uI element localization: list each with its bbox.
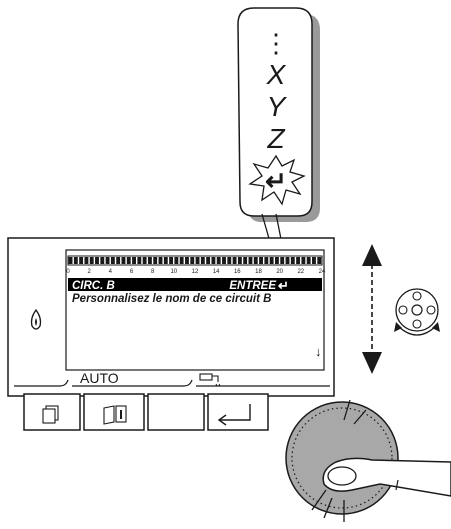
timeline-hour-label: 22 <box>297 269 304 275</box>
callout-letter-y: Y <box>267 91 288 122</box>
timeline-segment <box>142 257 147 264</box>
timeline-segment <box>227 257 232 264</box>
rotate-arrow-icon <box>397 325 437 336</box>
timeline-segment <box>211 257 216 264</box>
selected-row-right[interactable]: ENTREE <box>229 280 276 292</box>
timeline-segment <box>84 257 89 264</box>
callout-letter-x: X <box>266 59 287 90</box>
timeline-segment <box>147 257 152 264</box>
timeline-segment <box>126 257 131 264</box>
timeline-segment <box>174 257 179 264</box>
copy-icon <box>42 405 59 424</box>
timeline-hour-label: 14 <box>213 269 220 275</box>
softkey-4[interactable] <box>207 393 269 431</box>
timeline-segment <box>190 257 195 264</box>
softkey-1[interactable] <box>23 393 81 431</box>
timeline-hour-label: 20 <box>276 269 283 275</box>
timeline-segment <box>243 257 248 264</box>
timeline-segment <box>274 257 279 264</box>
timeline-segment <box>100 257 105 264</box>
scroll-up-down-arrow-icon <box>362 244 382 374</box>
mode-label: AUTO <box>80 370 119 386</box>
callout-body <box>237 7 313 217</box>
callout-ellipsis: ⋮ <box>263 28 289 58</box>
timeline-segment <box>79 257 84 264</box>
timeline-segment <box>296 257 301 264</box>
timeline-hour-label: 24 <box>319 269 326 275</box>
timeline-segment <box>301 257 306 264</box>
timeline-segment <box>232 257 237 264</box>
timeline-segment <box>195 257 200 264</box>
timeline-segment <box>116 257 121 264</box>
timeline-segment <box>290 257 295 264</box>
timeline-segment <box>132 257 136 264</box>
timeline-segment <box>95 257 99 264</box>
lcd-screen <box>65 249 325 371</box>
timeline-segment <box>68 257 73 264</box>
finger-icon <box>322 457 451 497</box>
timeline-bar <box>67 255 323 266</box>
timeline-segment <box>110 257 115 264</box>
softkey-3[interactable] <box>147 393 205 431</box>
timeline-segment <box>317 257 322 264</box>
softkey-divider-mid <box>72 379 193 387</box>
timeline-segment <box>264 257 269 264</box>
softkey-divider-left <box>14 379 69 387</box>
timeline-segment <box>269 257 274 264</box>
callout-enter-icon: ↵ <box>265 166 287 196</box>
timeline-hour-label: 0 <box>66 269 70 275</box>
timeline-segment <box>158 257 163 264</box>
timeline-segment <box>185 257 189 264</box>
display-message: Personnalisez le nom de ce circuit B <box>72 293 271 305</box>
timeline-hour-label: 18 <box>255 269 262 275</box>
timeline-segment <box>153 257 158 264</box>
callout-letter-z: Z <box>266 123 285 154</box>
timeline-hour-label: 8 <box>151 269 155 275</box>
selected-row-enter-icon: ↵ <box>278 278 289 293</box>
selected-row-highlight <box>68 278 322 291</box>
timeline-segment <box>89 257 94 264</box>
timeline-hour-label: 4 <box>109 269 113 275</box>
timeline-segment <box>179 257 184 264</box>
info-book-icon <box>103 405 127 425</box>
timeline-segment <box>137 257 142 264</box>
timeline-segment <box>222 257 226 264</box>
timeline-segment <box>169 257 174 264</box>
timeline-segment <box>206 257 211 264</box>
timeline-segment <box>285 257 290 264</box>
timeline-hour-label: 10 <box>170 269 177 275</box>
timeline-segment <box>163 257 168 264</box>
timeline-hour-label: 2 <box>88 269 92 275</box>
timeline-segment <box>306 257 311 264</box>
timeline-segment <box>280 257 285 264</box>
return-arrow-icon <box>217 404 251 426</box>
timeline-segment <box>121 257 126 264</box>
timeline-segment <box>105 257 110 264</box>
rotary-dial-icon <box>394 288 440 336</box>
timeline-hour-label: 16 <box>234 269 241 275</box>
flame-icon <box>30 308 42 330</box>
softkey-2[interactable] <box>83 393 145 431</box>
selected-row-left[interactable]: CIRC. B <box>72 280 115 292</box>
timeline-segment <box>259 257 263 264</box>
timeline-hour-label: 12 <box>192 269 199 275</box>
timeline-segment <box>312 257 316 264</box>
timeline-segment <box>216 257 221 264</box>
timeline-segment <box>248 257 253 264</box>
timeline-segment <box>73 257 78 264</box>
enter-burst-icon <box>248 154 306 206</box>
timeline-segment <box>200 257 205 264</box>
timeline-segment <box>253 257 258 264</box>
scroll-down-arrow-icon: ↓ <box>315 344 322 359</box>
callout-bubble: ⋮ X Y Z ↵ <box>237 7 320 285</box>
press-rays-icon <box>311 399 367 522</box>
timeline-hour-label: 6 <box>130 269 134 275</box>
timeline-segment <box>237 257 242 264</box>
tap-icon <box>199 373 221 387</box>
timeline-outline <box>67 255 323 266</box>
